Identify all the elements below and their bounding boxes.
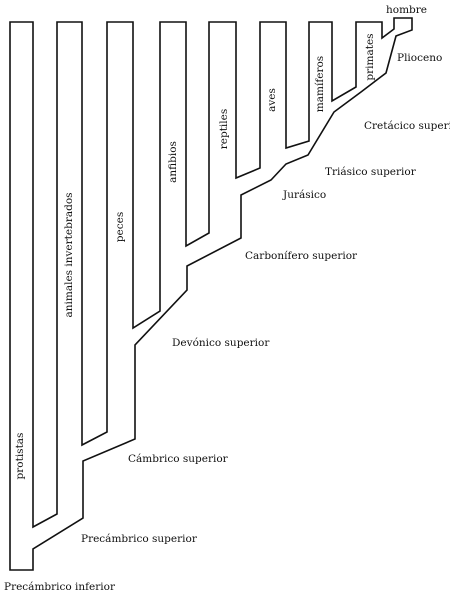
label-animales-invertebrados: animales invertebrados	[63, 192, 75, 317]
label-peces: peces	[114, 212, 126, 242]
label-devonico-superior: Devónico superior	[172, 337, 270, 349]
label-hombre: hombre	[386, 4, 427, 16]
label-primates: primates	[364, 33, 376, 80]
label-precambrico-superior: Precámbrico superior	[81, 533, 198, 545]
label-plioceno: Plioceno	[397, 52, 442, 64]
label-triasico-superior: Triásico superior	[325, 166, 417, 178]
tree-branches	[9, 17, 413, 571]
label-reptiles: reptiles	[218, 109, 230, 150]
label-aves: aves	[266, 88, 278, 112]
label-cretacico-superior: Cretácico superior	[364, 120, 450, 132]
label-jurasico: Jurásico	[282, 189, 326, 201]
label-carbonifero-superior: Carbonífero superior	[245, 250, 358, 262]
label-protistas: protistas	[14, 433, 26, 480]
label-cambrico-superior: Cámbrico superior	[128, 453, 229, 465]
label-anfibios: anfibios	[167, 141, 179, 183]
label-mamiferos: mamíferos	[314, 56, 326, 112]
label-precambrico-inferior: Precámbrico inferior	[4, 581, 116, 593]
